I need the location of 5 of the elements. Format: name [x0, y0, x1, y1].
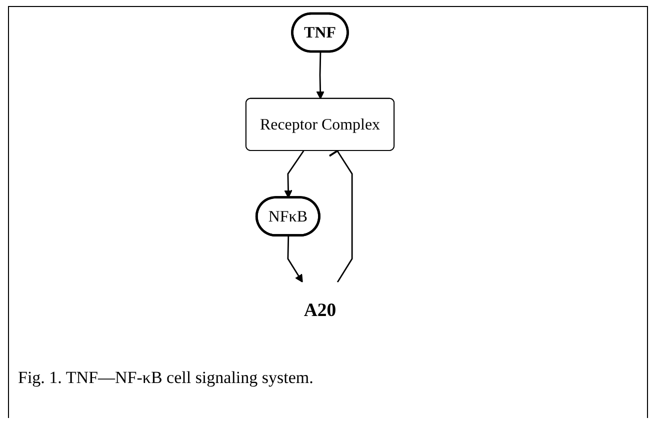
arrow — [284, 150, 304, 198]
arrow — [316, 52, 324, 100]
node-text: A20 — [304, 300, 336, 321]
figure-caption: Fig. 1. TNF—NF-κB cell signaling system. — [18, 368, 314, 388]
arrow — [287, 236, 303, 283]
